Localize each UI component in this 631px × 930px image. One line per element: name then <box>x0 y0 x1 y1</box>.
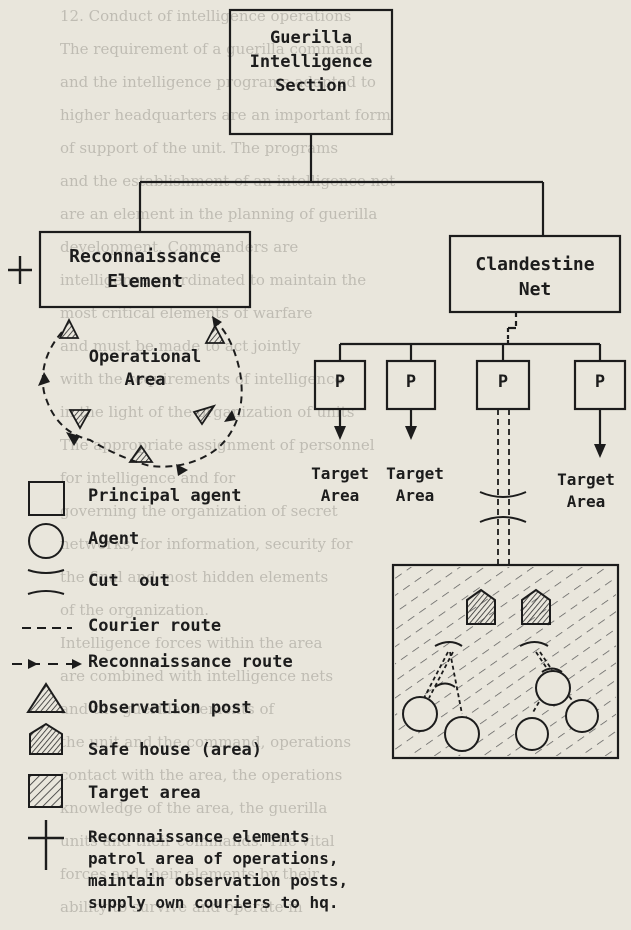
section-label-line: Intelligence <box>249 52 373 72</box>
bleed-through-line: and the intelligence programs adapted to <box>60 73 376 91</box>
principal-label-4: P <box>594 372 606 392</box>
bleed-through-line: of support of the unit. The programs <box>60 139 339 157</box>
target-label-line: Area <box>320 486 360 505</box>
bleed-through-line: most critical elements of warfare <box>60 304 313 322</box>
observation-post-triangle-icon <box>26 682 66 713</box>
bleed-through-line: units and their commands. The vital <box>60 832 335 850</box>
legend-safe-house: Safe house (area) <box>88 740 262 760</box>
legend-observation-post: Observation post <box>88 698 252 718</box>
cutout-arc-icon <box>27 569 65 574</box>
operational-area-label: Operational Area <box>70 346 220 392</box>
operational-area-label-line: Operational <box>88 347 202 367</box>
clandestine-net-box <box>448 234 622 314</box>
observation-post-icon <box>128 444 154 463</box>
bleed-through-line: are combined with intelligence nets <box>60 667 334 685</box>
agent-circle <box>402 696 438 732</box>
observation-post-icon <box>58 317 80 339</box>
target-label-line: Target <box>557 470 615 489</box>
recon-route <box>41 317 243 468</box>
safe-house-pentagon-icon <box>29 722 63 755</box>
target-area-label-3: Target Area <box>544 469 628 513</box>
bleed-through-line: of the organization. <box>60 601 210 619</box>
observation-post-icon <box>204 324 226 344</box>
bleed-through-line: knowledge of the area, the guerilla <box>60 799 328 817</box>
section-label: Guerilla Intelligence Section <box>230 26 392 98</box>
legend-recon-route: Reconnaissance route <box>88 652 293 672</box>
recon-element-label-line: Reconnaissance <box>69 246 221 267</box>
legend-target-area: Target area <box>88 783 201 803</box>
observation-post-icon <box>68 409 92 430</box>
agent-circle-icon <box>28 523 64 559</box>
bleed-through-line: networks, for information, security for <box>60 535 353 553</box>
agent-circle <box>565 699 599 733</box>
legend-cut-out: Cut out <box>88 571 170 591</box>
bleed-through-line: higher headquarters are an important for… <box>60 106 391 124</box>
principal-box-3 <box>475 359 531 411</box>
recon-element-label-line: Element <box>107 271 183 292</box>
principal-label-1: P <box>334 372 346 392</box>
bleed-through-line: with the requirements of intelligence <box>60 370 344 388</box>
principal-label-2: P <box>405 372 417 392</box>
target-label-line: Target <box>311 464 369 483</box>
legend-courier-route: Courier route <box>88 616 222 636</box>
legend-note-line: maintain observation posts, <box>88 871 349 890</box>
legend-note-line: supply own couriers to hq. <box>88 893 339 912</box>
legend-principal-agent: Principal agent <box>88 486 242 506</box>
bleed-through-line: and the guerilla elements of <box>60 700 275 718</box>
legend-note-line: Reconnaissance elements <box>88 827 310 846</box>
target-label-line: Area <box>395 486 435 505</box>
clandestine-net-label: Clandestine Net <box>450 252 620 302</box>
safe-house-icon <box>466 588 496 625</box>
principal-label-3: P <box>497 372 509 392</box>
bleed-through-line: and must be made to act jointly <box>60 337 301 355</box>
clandestine-net-label-line: Clandestine <box>475 254 595 275</box>
bleed-through-line: in the light of the organization of unit… <box>60 403 355 421</box>
bleed-through-line: Intelligence forces within the area <box>60 634 323 652</box>
operational-area-label-line: Area <box>124 370 166 390</box>
clandestine-net-label-line: Net <box>518 279 552 300</box>
legend-agent: Agent <box>88 529 140 549</box>
target-area-label-1: Target Area <box>298 463 382 507</box>
agent-circle <box>444 716 480 752</box>
target-area-hatch-icon <box>28 774 63 808</box>
target-area-box <box>391 563 620 760</box>
bleed-through-line: the final and most hidden elements <box>60 568 329 586</box>
bleed-through-line: intelligence coordinated to maintain the <box>60 271 367 289</box>
recon-element-box <box>38 230 252 309</box>
safe-house-icon <box>521 588 551 625</box>
target-label-line: Target <box>386 464 444 483</box>
legend-note-line: patrol area of operations, <box>88 849 339 868</box>
section-label-line: Guerilla <box>270 28 352 48</box>
bleed-through-line: for intelligence and for <box>60 469 236 487</box>
observation-post-icon <box>192 404 217 426</box>
target-area-label-2: Target Area <box>376 463 454 507</box>
bleed-through-line: contact with the area, the operations <box>60 766 343 784</box>
bleed-through-line: ability to survive and operate in <box>60 898 303 916</box>
agent-circle <box>515 717 549 751</box>
bleed-through-line: governing the organization of secret <box>60 502 338 520</box>
bleed-through-line: The requirement of a guerilla command <box>60 40 364 58</box>
bleed-through-line: The appropriate assignment of personnel <box>60 436 375 454</box>
recon-element-label: Reconnaissance Element <box>40 244 250 294</box>
principal-agent-box-icon <box>28 481 65 516</box>
legend-recon-elements-note: Reconnaissance elements patrol area of o… <box>88 826 348 914</box>
agent-circle <box>535 670 571 706</box>
section-label-line: Section <box>275 76 347 96</box>
bleed-through-line: forces and their elements by their <box>60 865 319 883</box>
target-label-line: Area <box>566 492 606 511</box>
bleed-through-line: are an element in the planning of gueril… <box>60 205 378 223</box>
bleed-through-line: 12. Conduct of intelligence operations <box>60 7 352 25</box>
bleed-through-line: the unit and the command, operations <box>60 733 352 751</box>
bleed-through-line: development. Commanders are <box>60 238 299 256</box>
